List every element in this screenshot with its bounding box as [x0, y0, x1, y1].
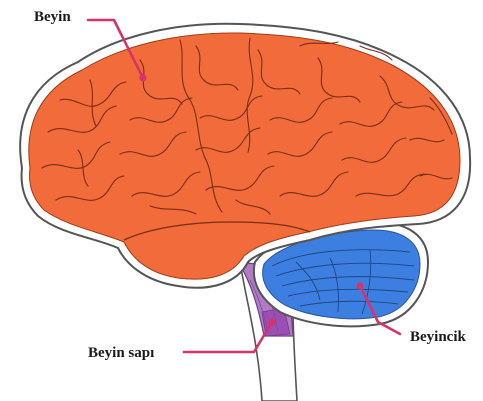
brain-pointer-dot [139, 74, 146, 81]
label-cerebellum: Beyincik [410, 330, 466, 345]
cerebellum-pointer-dot [356, 282, 363, 289]
label-brain: Beyin [34, 10, 71, 25]
stem-pointer-dot [268, 318, 275, 325]
label-brain-stem: Beyin sapı [88, 346, 154, 361]
